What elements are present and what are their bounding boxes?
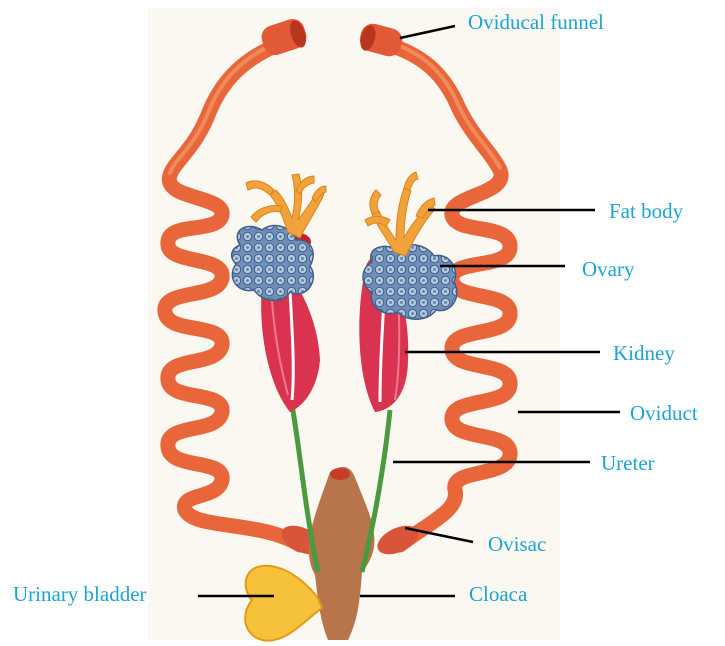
- label-ureter: Ureter: [601, 451, 655, 475]
- label-kidney: Kidney: [613, 341, 675, 365]
- label-cloaca: Cloaca: [469, 582, 527, 606]
- label-ovisac: Ovisac: [488, 532, 546, 556]
- label-fat-body: Fat body: [609, 199, 683, 223]
- right-ovary: [363, 245, 457, 319]
- label-oviduct: Oviduct: [630, 401, 698, 425]
- label-urinary-bladder: Urinary bladder: [13, 582, 147, 606]
- label-oviducal-funnel: Oviducal funnel: [468, 10, 604, 34]
- label-ovary: Ovary: [582, 257, 634, 281]
